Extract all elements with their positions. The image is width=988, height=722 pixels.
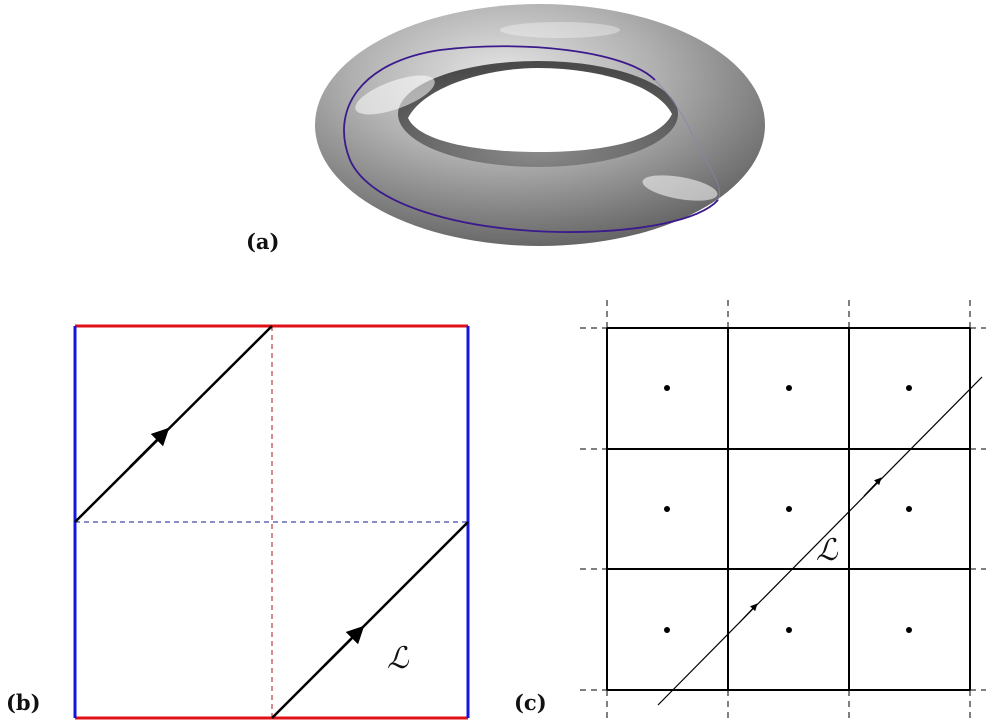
torus-highlight-left	[355, 75, 435, 115]
lattice-point	[906, 506, 912, 512]
lifted-curve	[657, 376, 983, 706]
lattice-point	[786, 506, 792, 512]
curve-segment-lower	[271, 521, 469, 719]
panel-a-torus: (a)	[246, 4, 765, 254]
torus-highlight-right	[642, 175, 718, 201]
panel-a-label: (a)	[246, 229, 279, 254]
panel-c-lattice: ℒ (c)	[514, 300, 986, 718]
lifted-curve-arrow-upper	[863, 477, 882, 497]
curve-arrow-lower	[324, 625, 365, 666]
torus-highlight-top	[500, 22, 620, 38]
torus-hole	[408, 68, 672, 152]
lattice-point	[786, 385, 792, 391]
lattice-point	[664, 627, 670, 633]
torus-curve-back	[654, 79, 720, 201]
lattice-point	[664, 506, 670, 512]
curve-arrow-upper	[129, 427, 170, 468]
lifted-curve-arrow-lower	[739, 603, 758, 623]
panel-b-label: (b)	[6, 690, 41, 715]
panel-b-curve-label: ℒ	[387, 641, 410, 676]
lattice-point	[664, 385, 670, 391]
lattice-point	[786, 627, 792, 633]
curve-segment-upper	[74, 325, 273, 523]
lattice-point	[906, 627, 912, 633]
lattice-point	[906, 385, 912, 391]
panel-c-curve-label: ℒ	[816, 533, 839, 568]
panel-b-square: ℒ (b)	[6, 324, 470, 720]
torus-curve-front	[343, 45, 719, 233]
panel-c-label: (c)	[514, 690, 547, 715]
